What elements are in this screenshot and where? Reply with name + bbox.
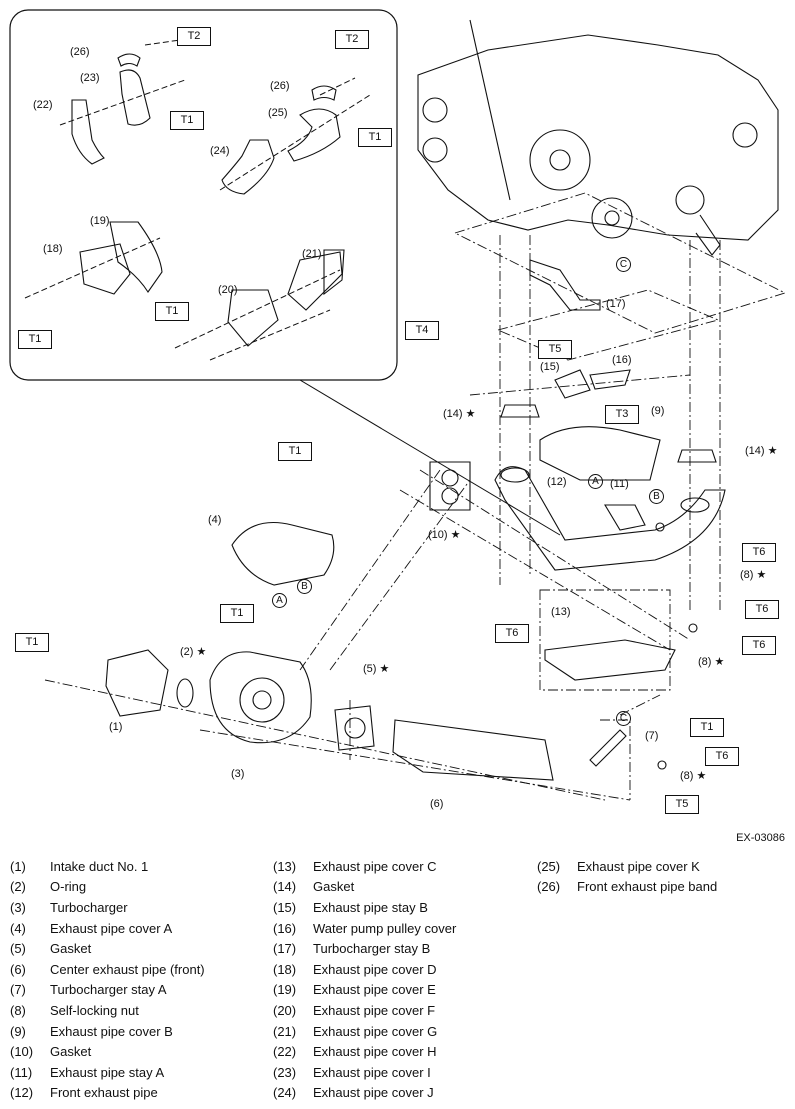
legend-item: (21)Exhaust pipe cover G: [273, 1023, 438, 1039]
torque-box-t4: T4: [405, 321, 439, 340]
engine-block: [417, 19, 779, 256]
legend-item: (25)Exhaust pipe cover K: [537, 858, 700, 874]
torque-box-t6: T6: [745, 600, 779, 619]
legend-item: (20)Exhaust pipe cover F: [273, 1002, 436, 1018]
legend-item: (17)Turbocharger stay B: [273, 941, 431, 957]
callout-1: (1): [109, 721, 123, 733]
callout-12: (12): [547, 476, 567, 488]
torque-box-t1: T1: [15, 633, 49, 652]
legend-item: (15)Exhaust pipe stay B: [273, 899, 428, 915]
torque-box-t1: T1: [690, 718, 724, 737]
legend-item: (7)Turbocharger stay A: [10, 982, 167, 998]
torque-box-t2: T2: [335, 30, 369, 49]
callout-9: (9): [651, 405, 665, 417]
legend-item: (12)Front exhaust pipe: [10, 1085, 158, 1101]
callout-4: (4): [208, 514, 222, 526]
callout-8: (8): [698, 655, 724, 668]
assembly-dash-lines: [44, 192, 787, 801]
inset-leader: [299, 379, 561, 536]
torque-box-t1: T1: [155, 302, 189, 321]
callout-22: (22): [33, 99, 53, 111]
legend-item: (6)Center exhaust pipe (front): [10, 961, 205, 977]
legend-column-2: (13)Exhaust pipe cover C (14)Gasket (15)…: [273, 856, 456, 1103]
callout-18: (18): [43, 243, 63, 255]
callout-13: (13): [551, 606, 571, 618]
callout-5: (5): [363, 662, 389, 675]
callout-7: (7): [645, 730, 659, 742]
mark-b: B: [297, 579, 312, 594]
legend-item: (22)Exhaust pipe cover H: [273, 1044, 437, 1060]
mark-a: A: [272, 593, 287, 608]
torque-box-t1: T1: [358, 128, 392, 147]
callout-14: (14): [745, 444, 777, 457]
callout-25: (25): [268, 107, 288, 119]
legend-column-3: (25)Exhaust pipe cover K (26)Front exhau…: [537, 856, 717, 897]
torque-box-t6: T6: [742, 636, 776, 655]
legend-item: (26)Front exhaust pipe band: [537, 879, 718, 895]
torque-box-t2: T2: [177, 27, 211, 46]
torque-box-t6: T6: [495, 624, 529, 643]
callout-10: (10): [428, 528, 460, 541]
callout-26: (26): [70, 46, 90, 58]
callout-26: (26): [270, 80, 290, 92]
callout-16: (16): [612, 354, 632, 366]
legend-item: (8)Self-locking nut: [10, 1002, 139, 1018]
callout-17: (17): [606, 298, 626, 310]
inset-panel: [9, 9, 398, 381]
torque-box-t3: T3: [605, 405, 639, 424]
legend-item: (16)Water pump pulley cover: [273, 920, 457, 936]
mark-a: A: [588, 474, 603, 489]
legend-item: (3)Turbocharger: [10, 899, 128, 915]
torque-box-t1: T1: [220, 604, 254, 623]
legend-item: (11)Exhaust pipe stay A: [10, 1064, 165, 1080]
mark-c: C: [616, 711, 631, 726]
callout-2: (2): [180, 645, 206, 658]
legend-item: (14)Gasket: [273, 879, 355, 895]
inset-dash-lines: [24, 39, 371, 361]
exploded-view-diagram: [9, 9, 787, 801]
figure-id: EX-03086: [736, 832, 785, 844]
legend-item: (1)Intake duct No. 1: [10, 858, 149, 874]
callout-19: (19): [90, 215, 110, 227]
legend-column-1: (1)Intake duct No. 1 (2)O-ring (3)Turboc…: [10, 856, 205, 1103]
torque-box-t5: T5: [538, 340, 572, 359]
legend-item: (23)Exhaust pipe cover I: [273, 1064, 431, 1080]
torque-box-t1: T1: [18, 330, 52, 349]
legend-item: (13)Exhaust pipe cover C: [273, 858, 437, 874]
inset-parts: [71, 53, 345, 347]
legend-item: (5)Gasket: [10, 941, 92, 957]
callout-21: (21): [302, 248, 322, 260]
torque-box-t1: T1: [278, 442, 312, 461]
legend-item: (18)Exhaust pipe cover D: [273, 961, 437, 977]
torque-box-t6: T6: [742, 543, 776, 562]
callout-23: (23): [80, 72, 100, 84]
callout-8: (8): [680, 769, 706, 782]
callout-14: (14): [443, 407, 475, 420]
torque-box-t6: T6: [705, 747, 739, 766]
callout-24: (24): [210, 145, 230, 157]
callout-8: (8): [740, 568, 766, 581]
legend-item: (10)Gasket: [10, 1044, 92, 1060]
callout-20: (20): [218, 284, 238, 296]
mark-c: C: [616, 257, 631, 272]
torque-box-t1: T1: [170, 111, 204, 130]
callout-15: (15): [540, 361, 560, 373]
callout-3: (3): [231, 768, 245, 780]
callout-6: (6): [430, 798, 444, 810]
legend-item: (19)Exhaust pipe cover E: [273, 982, 436, 998]
torque-box-t5: T5: [665, 795, 699, 814]
callout-11: (11): [610, 478, 629, 490]
legend-item: (2)O-ring: [10, 879, 87, 895]
legend-item: (4)Exhaust pipe cover A: [10, 920, 173, 936]
legend-item: (24)Exhaust pipe cover J: [273, 1085, 434, 1101]
main-parts: [105, 259, 726, 781]
legend-item: (9)Exhaust pipe cover B: [10, 1023, 173, 1039]
mark-b: B: [649, 489, 664, 504]
